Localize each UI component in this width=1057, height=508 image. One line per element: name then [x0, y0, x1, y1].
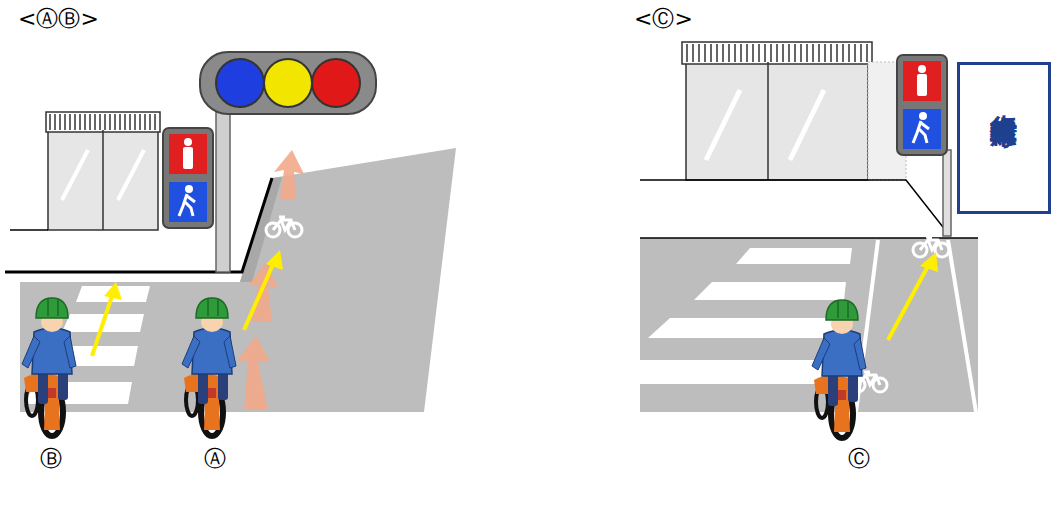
illustration-part [102, 130, 104, 230]
left-scene [5, 52, 456, 436]
illustration-part [62, 150, 88, 200]
pedestrian-signal [163, 128, 213, 228]
callout-letter: Ⓒ [848, 448, 870, 470]
curb-line [5, 178, 272, 272]
illustration-part [640, 360, 834, 384]
pedestrian-signal [897, 55, 947, 155]
bike-lane-arrows [236, 150, 304, 410]
signal-pole [216, 108, 230, 272]
callout-letter: Ⓑ [40, 448, 62, 470]
building [10, 112, 160, 230]
illustration-part [216, 59, 264, 107]
illustration-part [50, 114, 155, 130]
panel-heading: <ⒶⒷ> [18, 8, 99, 30]
illustration-part [694, 282, 846, 300]
illustration-part [264, 59, 312, 107]
illustration-part [266, 250, 283, 270]
illustration-part [790, 90, 824, 160]
cyclist [182, 298, 236, 436]
illustration-part [736, 248, 852, 264]
illustration-part [687, 44, 867, 62]
illustration-part [312, 59, 360, 107]
direction-arrows [92, 250, 283, 356]
illustration-part [686, 62, 868, 180]
road-sign: 歩行者自転車専用 [957, 62, 1051, 214]
cyclist [22, 298, 76, 436]
illustration-part [244, 262, 274, 330]
illustration-part [118, 150, 144, 200]
illustration-part [682, 42, 872, 64]
signal-pole [943, 150, 951, 236]
callout-letter: Ⓐ [204, 448, 226, 470]
cyclist [812, 300, 866, 438]
bike-lane-symbol [266, 217, 302, 237]
illustration-part [10, 229, 48, 231]
bike-lane-edge [240, 177, 282, 282]
right-scene [640, 42, 978, 438]
traffic-signal [200, 52, 376, 114]
illustration-part [648, 318, 840, 338]
illustration-part [888, 266, 928, 340]
illustration-part [48, 130, 158, 230]
bike-lane-symbol [913, 237, 949, 257]
building [640, 42, 950, 236]
illustration-part [856, 240, 878, 412]
illustration-part [706, 90, 740, 160]
sign-text: 歩行者自転車専用 [989, 93, 1019, 183]
panel-heading: <Ⓒ> [634, 8, 693, 30]
illustration-part [46, 112, 160, 132]
illustration-part [200, 52, 376, 114]
illustration-part [104, 282, 122, 300]
illustration-part [767, 62, 769, 180]
illustration-part [92, 296, 112, 356]
illustration-part [640, 180, 950, 236]
illustration-part [948, 240, 976, 412]
illustration-part [274, 150, 304, 200]
illustration-part [920, 252, 938, 272]
direction-arrows [888, 252, 938, 340]
road [640, 238, 978, 412]
illustration-part [236, 336, 270, 410]
